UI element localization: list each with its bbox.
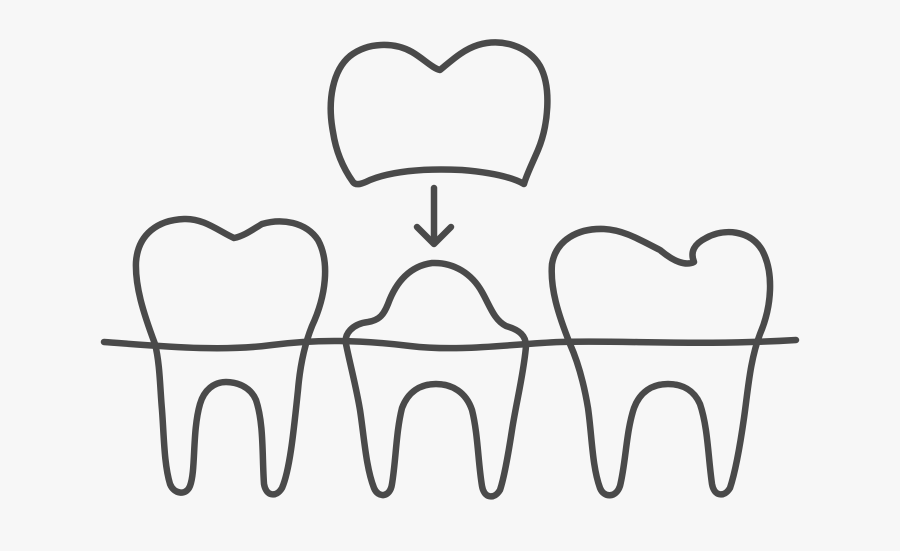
molar-tooth-icon	[548, 225, 774, 499]
prepared-tooth-icon	[342, 259, 530, 500]
molar-tooth-icon	[132, 215, 329, 498]
gum-line	[100, 336, 800, 352]
dental-crown-icon	[327, 39, 551, 188]
arrow-down-icon	[413, 184, 455, 248]
